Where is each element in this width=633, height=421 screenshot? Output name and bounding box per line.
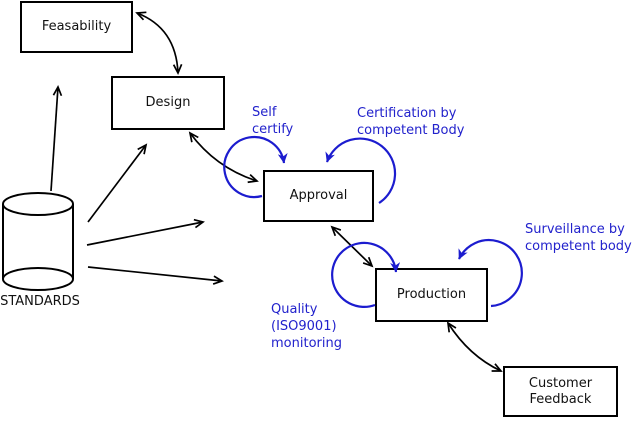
annotation-certification: Certification by competent Body bbox=[357, 105, 464, 139]
annotation-line: Surveillance by bbox=[525, 222, 625, 237]
annotation-line: monitoring bbox=[271, 336, 342, 351]
node-customer-feedback: Customer Feedback bbox=[503, 366, 618, 417]
cylinder-bottom-ellipse bbox=[2, 267, 74, 291]
annotation-line: competent Body bbox=[357, 123, 465, 138]
arrow-standards-to-feasability bbox=[50, 85, 63, 192]
node-label: Feasability bbox=[41, 19, 112, 34]
standards-cylinder bbox=[2, 192, 74, 291]
arrow-standards-to-production bbox=[87, 266, 224, 285]
standards-label: STANDARDS bbox=[0, 294, 80, 309]
annotation-line: Self bbox=[252, 105, 277, 120]
annotation-quality-monitoring: Quality (ISO9001) monitoring bbox=[271, 301, 342, 352]
node-label: Design bbox=[145, 95, 191, 110]
node-production: Production bbox=[375, 268, 488, 322]
node-label: Production bbox=[396, 287, 467, 302]
node-label-line2: Feedback bbox=[529, 391, 592, 407]
annotation-surveillance: Surveillance by competent body bbox=[525, 221, 632, 255]
annotation-line: Certification by bbox=[357, 106, 457, 121]
arrow-design-approval bbox=[188, 131, 259, 184]
node-design: Design bbox=[111, 76, 225, 130]
arrow-production-customer-feedback bbox=[446, 321, 503, 372]
arrow-standards-to-design bbox=[87, 143, 148, 223]
node-label: Approval bbox=[289, 188, 348, 203]
arrow-approval-production bbox=[330, 225, 374, 268]
annotation-line: competent body bbox=[525, 239, 632, 254]
arrow-standards-to-approval bbox=[86, 218, 205, 246]
arrow-feasability-design bbox=[135, 11, 183, 75]
annotation-line: Quality bbox=[271, 302, 318, 317]
annotation-line: (ISO9001) bbox=[271, 319, 337, 334]
cylinder-top-ellipse bbox=[2, 192, 74, 216]
annotation-self-certify: Self certify bbox=[252, 104, 293, 138]
annotation-line: certify bbox=[252, 122, 294, 137]
node-feasability: Feasability bbox=[20, 1, 133, 53]
node-label-line1: Customer bbox=[528, 375, 593, 391]
node-approval: Approval bbox=[263, 170, 374, 222]
